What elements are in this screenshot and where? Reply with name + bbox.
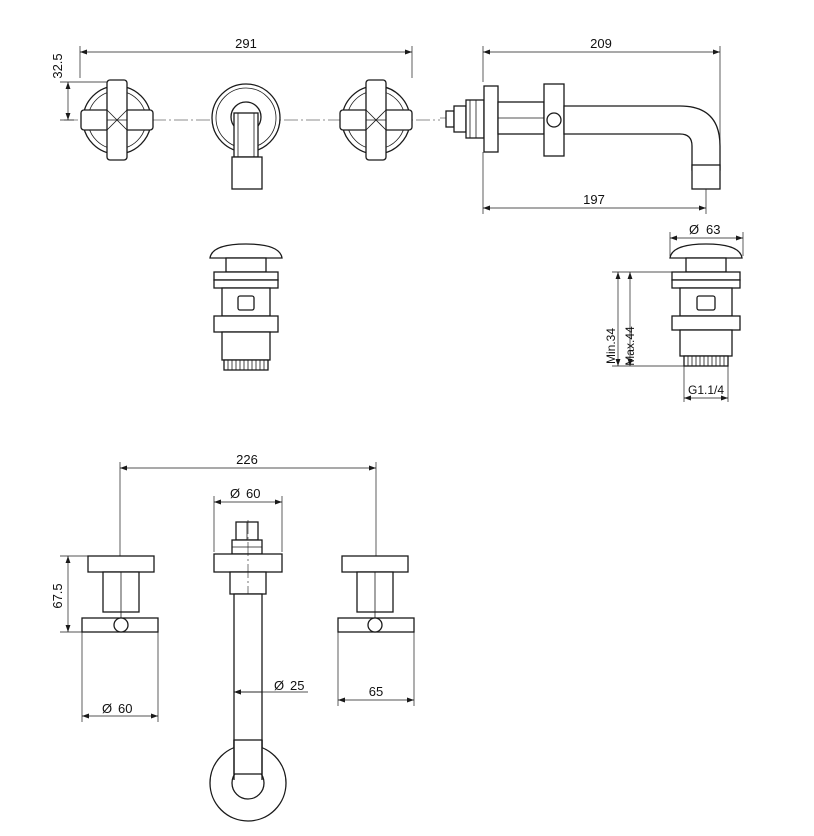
dimension-diameter-63: Ø 63 bbox=[669, 222, 744, 256]
right-handle-plan bbox=[337, 555, 415, 633]
front-view: 291 32.5 bbox=[50, 36, 440, 190]
dimension-min-max: Min.34 Max.44 bbox=[604, 271, 684, 367]
dimension-32-5: 32.5 bbox=[50, 53, 118, 121]
dimension-226: 226 bbox=[119, 452, 377, 556]
diameter-symbol: Ø bbox=[230, 486, 240, 501]
dimension-label-min-34: Min.34 bbox=[604, 328, 618, 364]
dimension-diameter-60-bottom: Ø 60 bbox=[81, 632, 159, 722]
dimension-197: 197 bbox=[482, 152, 707, 214]
plan-view: 226 Ø 60 67.5 bbox=[50, 452, 415, 822]
dimension-label-197: 197 bbox=[583, 192, 605, 207]
left-cross-handle bbox=[80, 79, 154, 161]
spout-plan bbox=[209, 520, 287, 822]
dimension-label-25: 25 bbox=[290, 678, 304, 693]
dimension-67-5: 67.5 bbox=[50, 555, 88, 633]
dimension-thread: G1.1/4 bbox=[683, 366, 729, 402]
dimension-diameter-60-top: Ø 60 bbox=[213, 486, 283, 552]
dimension-label-32-5: 32.5 bbox=[50, 53, 65, 78]
dimension-label-60-top: 60 bbox=[246, 486, 260, 501]
dimension-label-thread: G1.1/4 bbox=[688, 383, 724, 397]
dimension-label-209: 209 bbox=[590, 36, 612, 51]
spout-front bbox=[211, 83, 281, 190]
waste-front-view bbox=[209, 243, 283, 371]
dimension-label-67-5: 67.5 bbox=[50, 583, 65, 608]
side-view: 209 197 bbox=[440, 36, 721, 214]
dimension-65: 65 bbox=[337, 632, 415, 706]
waste-dimensioned-view: Ø 63 Min.34 Max.44 G1.1/4 bbox=[604, 222, 744, 402]
diameter-symbol: Ø bbox=[689, 222, 699, 237]
dimension-209: 209 bbox=[482, 36, 721, 150]
dimension-diameter-25: Ø 25 bbox=[234, 678, 308, 695]
dimension-label-226: 226 bbox=[236, 452, 258, 467]
dimension-label-291: 291 bbox=[235, 36, 257, 51]
dimension-label-63: 63 bbox=[706, 222, 720, 237]
diameter-symbol: Ø bbox=[102, 701, 112, 716]
dimension-label-60-bottom: 60 bbox=[118, 701, 132, 716]
dimension-label-65: 65 bbox=[369, 684, 383, 699]
dimension-label-max-44: Max.44 bbox=[623, 326, 637, 366]
right-cross-handle bbox=[339, 79, 413, 161]
diameter-symbol: Ø bbox=[274, 678, 284, 693]
left-handle-plan bbox=[81, 555, 159, 633]
dimension-291: 291 bbox=[79, 36, 413, 78]
